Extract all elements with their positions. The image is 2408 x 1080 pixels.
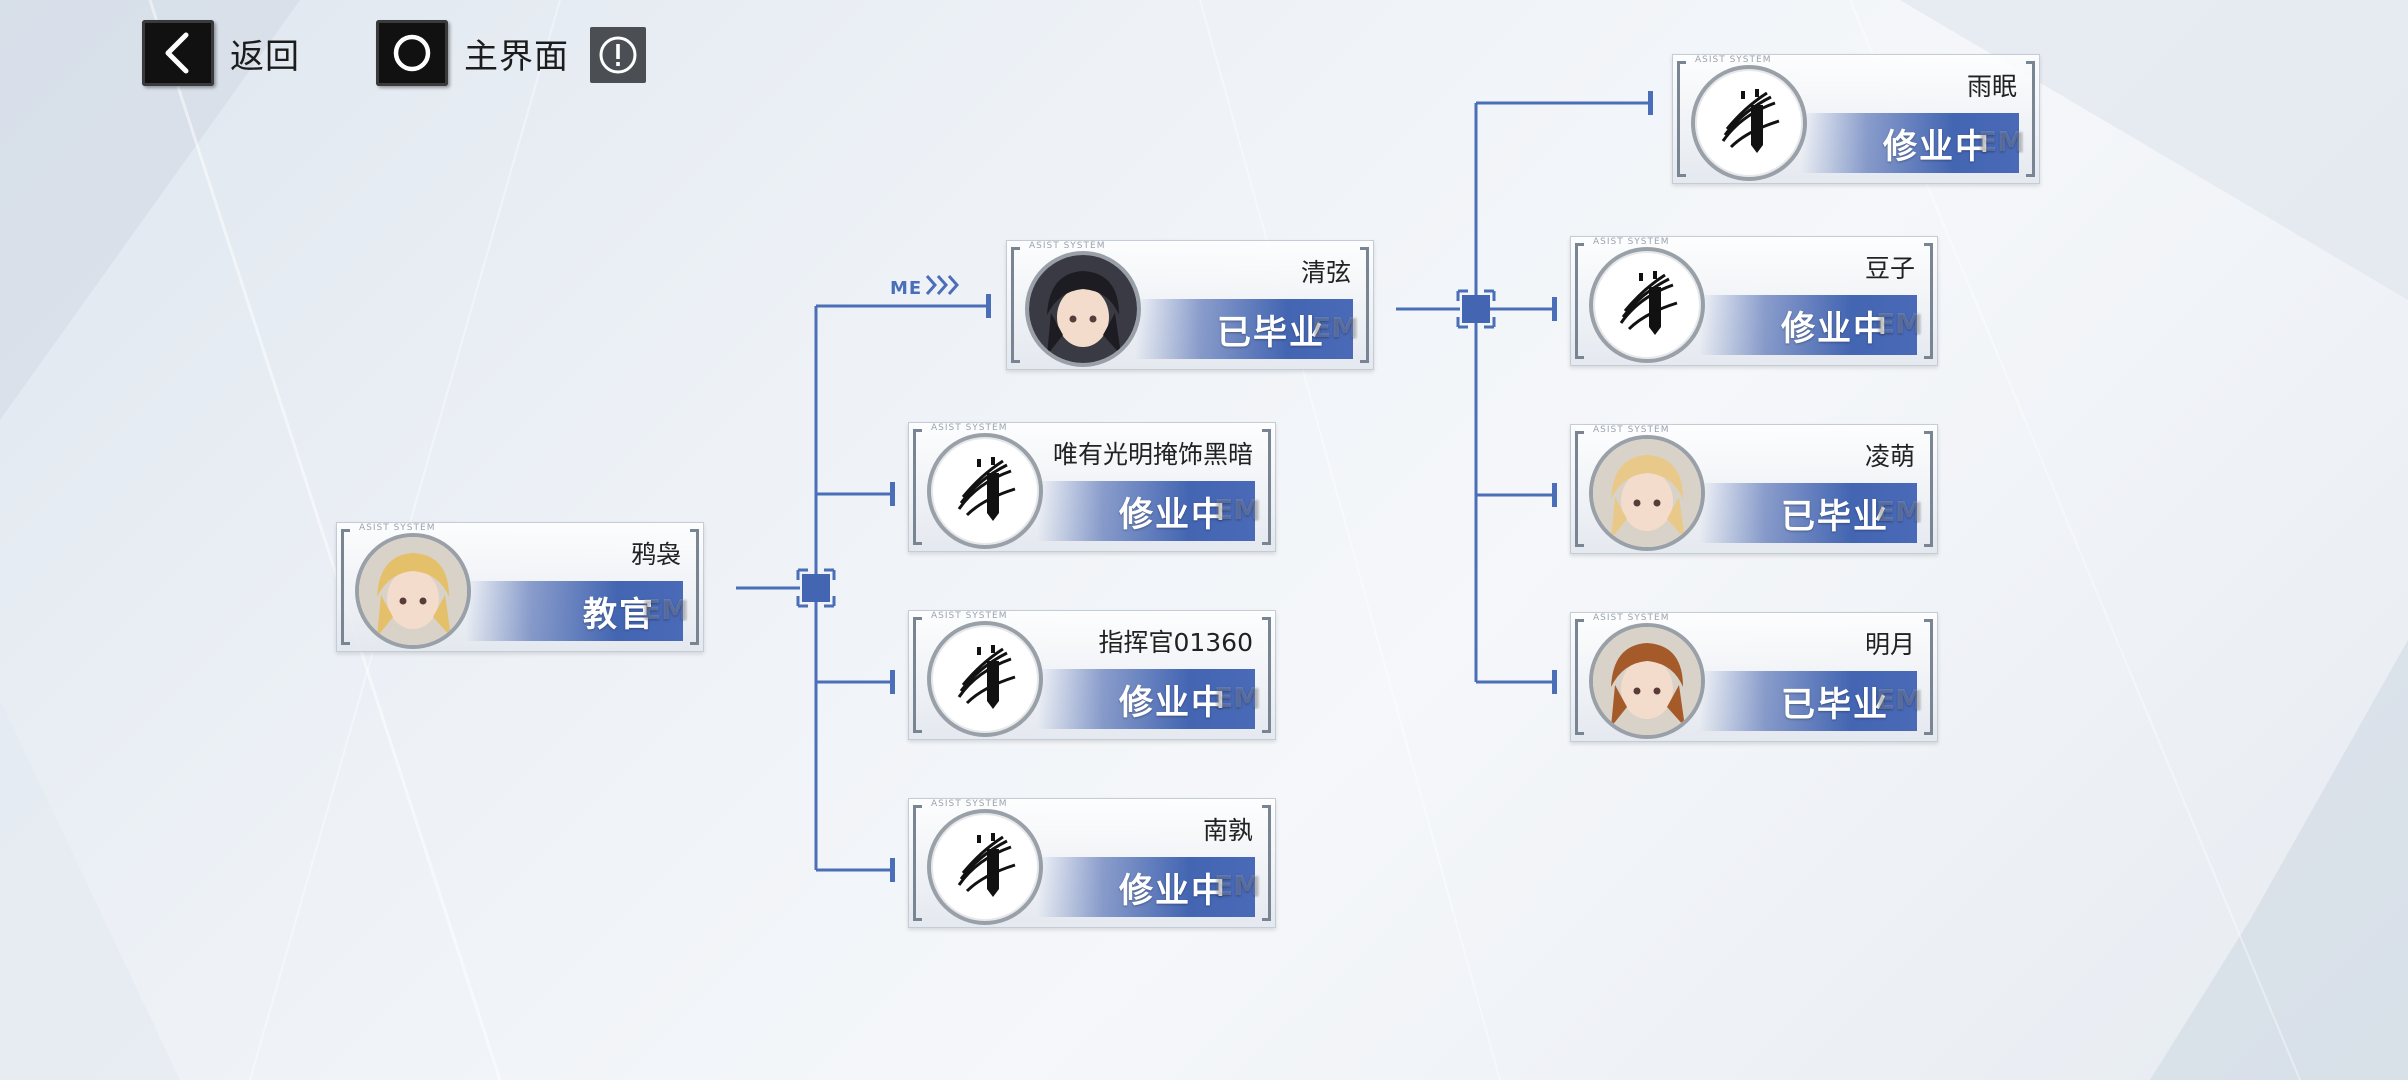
emblem-avatar[interactable] (1589, 247, 1705, 363)
status-label: 修业中 (1119, 494, 1227, 535)
card-name: 鸦袅 (630, 540, 681, 569)
character-avatar[interactable] (1025, 251, 1141, 367)
ghost-text: EM (1312, 311, 1359, 344)
status-label: 修业中 (1119, 870, 1227, 911)
exclamation-circle-icon (599, 36, 637, 74)
card-tag: ASIST SYSTEM (931, 423, 1008, 433)
card-tag: ASIST SYSTEM (1593, 425, 1670, 435)
character-avatar[interactable] (1589, 623, 1705, 739)
character-avatar[interactable] (355, 533, 471, 649)
back-button[interactable]: 返回 (142, 18, 300, 88)
ghost-text: EM (1214, 869, 1261, 902)
home-button[interactable]: 主界面 (376, 18, 569, 88)
chevron-left-icon (142, 20, 214, 86)
card-name: 唯有光明掩饰黑暗 (1052, 440, 1253, 469)
card-name: 明月 (1864, 630, 1915, 659)
card-tag: ASIST SYSTEM (931, 799, 1008, 809)
card-tag: ASIST SYSTEM (1593, 613, 1670, 623)
card-tag: ASIST SYSTEM (1695, 55, 1772, 65)
status-label: 修业中 (1119, 682, 1227, 723)
card-name: 凌萌 (1864, 442, 1915, 471)
ghost-text: EM (1978, 125, 2025, 158)
ghost-text: EM (642, 593, 689, 626)
emblem-avatar[interactable] (927, 621, 1043, 737)
card-tag: ASIST SYSTEM (931, 611, 1008, 621)
emblem-avatar[interactable] (1691, 65, 1807, 181)
emblem-avatar[interactable] (927, 809, 1043, 925)
character-avatar[interactable] (1589, 435, 1705, 551)
card-name: 豆子 (1864, 254, 1915, 283)
ghost-text: EM (1876, 495, 1923, 528)
ghost-text: EM (1876, 683, 1923, 716)
status-label: 修业中 (1781, 308, 1889, 349)
status-label: 已毕业 (1781, 496, 1889, 537)
ghost-text: EM (1876, 307, 1923, 340)
back-label: 返回 (230, 36, 300, 77)
card-tag: ASIST SYSTEM (1029, 241, 1106, 251)
status-label: 已毕业 (1217, 312, 1325, 353)
card-name: 指挥官01360 (1098, 628, 1253, 657)
ghost-text: EM (1214, 681, 1261, 714)
status-label: 修业中 (1883, 126, 1991, 167)
status-label: 已毕业 (1781, 684, 1889, 725)
me-label: ME (890, 278, 923, 299)
card-tag: ASIST SYSTEM (359, 523, 436, 533)
card-name: 雨眠 (1966, 72, 2017, 101)
circle-icon (376, 20, 448, 86)
ghost-text: EM (1214, 493, 1261, 526)
info-button[interactable] (590, 27, 646, 83)
card-name: 清弦 (1300, 258, 1351, 287)
card-tag: ASIST SYSTEM (1593, 237, 1670, 247)
status-label: 教官 (583, 594, 655, 635)
home-label: 主界面 (464, 36, 569, 77)
emblem-avatar[interactable] (927, 433, 1043, 549)
triple-chevron-right-icon (925, 275, 960, 295)
card-name: 南孰 (1202, 816, 1253, 845)
